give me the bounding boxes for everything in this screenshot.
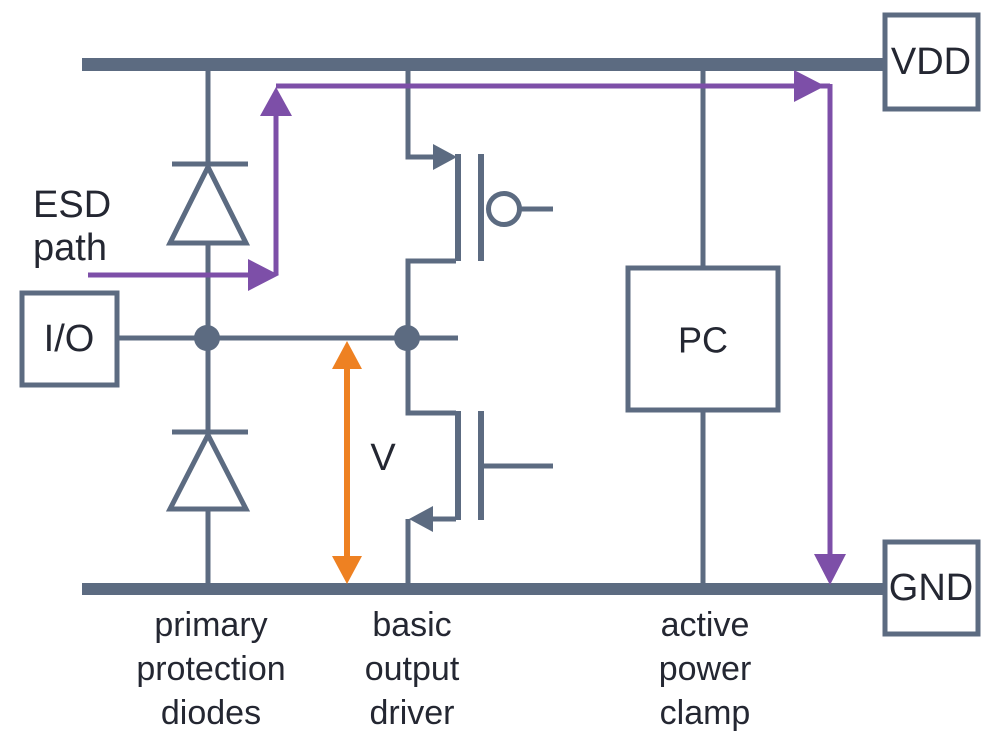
- caption-clamp-line2: power: [659, 650, 752, 688]
- pmos-source-wire: [405, 70, 436, 160]
- caption-diodes-line1: primary: [154, 606, 267, 644]
- vdd-pad-box: [882, 12, 981, 112]
- caption-diodes-line2: protection: [136, 650, 285, 688]
- gnd-pad-box: [882, 539, 981, 637]
- vdd-label: VDD: [891, 41, 971, 83]
- io-pad-box: [19, 290, 120, 388]
- esd-arrow-right-1: [248, 259, 279, 291]
- pmos-drain-wire: [405, 258, 456, 330]
- power-clamp-label: PC: [678, 320, 728, 361]
- caption-clamp-line3: clamp: [660, 694, 751, 732]
- upper-diode-triangle: [165, 161, 251, 246]
- esd-arrow-up: [260, 87, 292, 116]
- vdd-rail: [82, 58, 885, 71]
- esd-path-label-line2: path: [33, 227, 107, 269]
- power-clamp-box: [625, 265, 781, 413]
- voltage-label: V: [370, 437, 396, 479]
- caption-driver-line2: output: [365, 650, 460, 688]
- esd-arrow-right-2: [794, 70, 825, 102]
- caption-diodes-line3: diodes: [161, 694, 261, 732]
- gnd-label: GND: [889, 567, 973, 609]
- nmos-source-arrow: [409, 506, 433, 532]
- junction-dot-driver: [394, 325, 420, 351]
- gnd-rail: [82, 583, 885, 595]
- caption-driver-line1: basic: [372, 606, 451, 644]
- pmos-bubble: [486, 191, 522, 227]
- voltage-arrow-head-top: [332, 341, 362, 369]
- esd-arrow-down: [814, 554, 846, 585]
- voltage-arrow-head-bottom: [332, 556, 362, 584]
- caption-clamp-line1: active: [661, 606, 750, 644]
- pmos-source-arrow: [433, 144, 457, 170]
- nmos-drain-wire: [405, 346, 456, 416]
- io-label: I/O: [44, 318, 95, 360]
- junction-dot-diodes: [194, 325, 220, 351]
- caption-driver-line3: driver: [369, 694, 454, 732]
- lower-diode-triangle: [165, 429, 251, 512]
- esd-path-label-line1: ESD: [33, 184, 111, 226]
